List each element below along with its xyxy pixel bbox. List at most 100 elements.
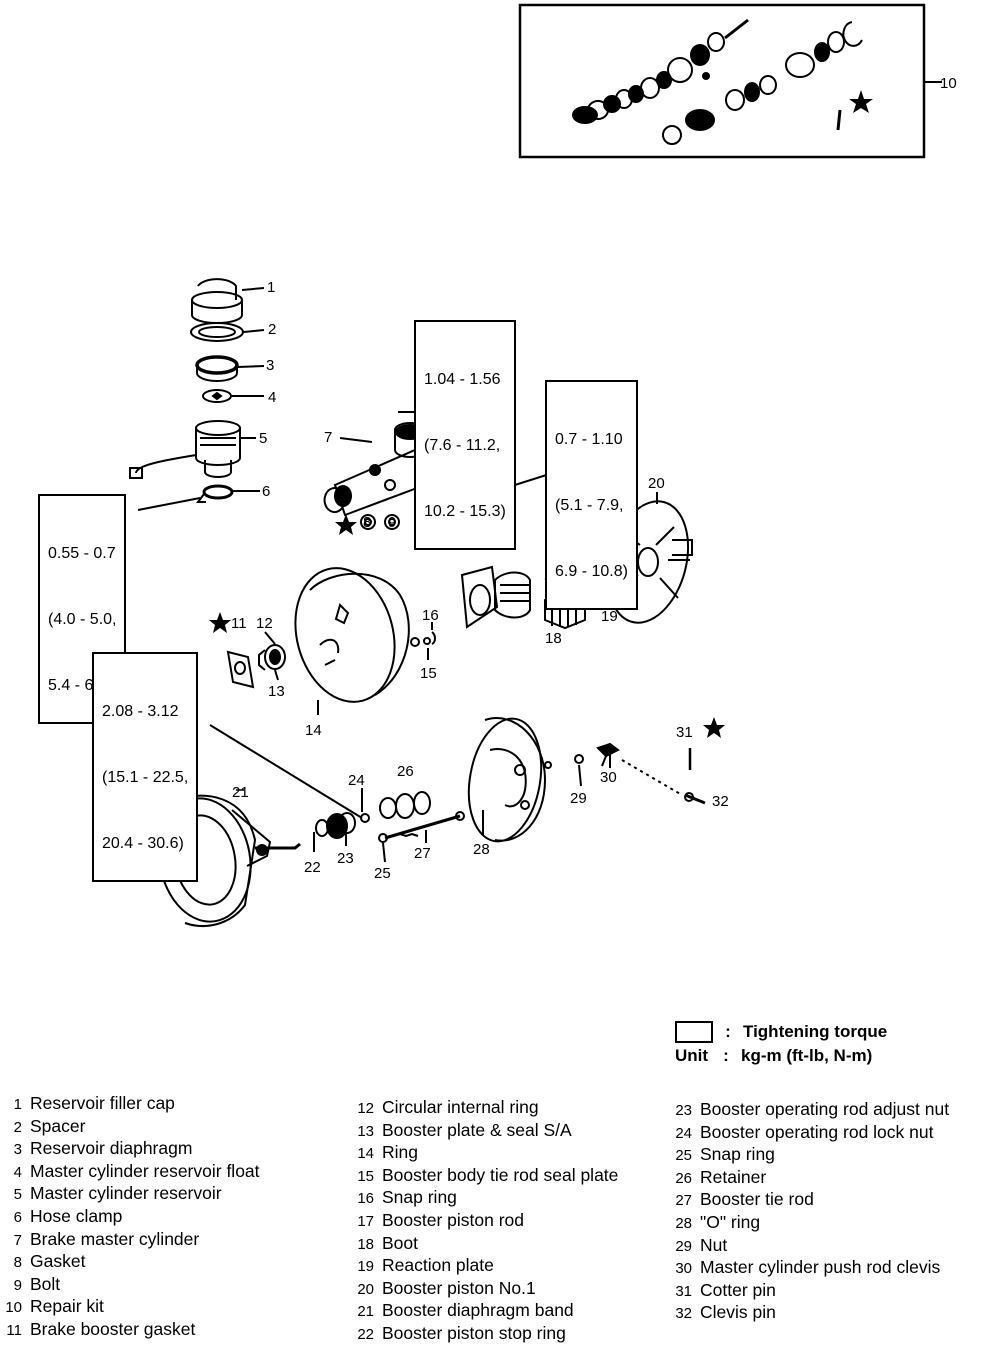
callout-9: 9 [388,514,396,531]
part-name: Master cylinder push rod clevis [700,1257,941,1278]
bolt [384,514,400,530]
part-number: 22 [357,1325,374,1343]
part-name: Booster operating rod lock nut [700,1121,934,1142]
star-icon [209,612,231,633]
callout-26: 26 [397,763,414,780]
torque-line: (4.0 - 5.0, [48,611,117,628]
torque-line: 10.2 - 15.3) [424,503,506,520]
legend-unit-label: Unit [675,1046,709,1065]
callout-10: 10 [940,75,957,92]
callout-2: 2 [268,321,276,338]
list-item: 32 Clevis pin [670,1302,949,1325]
part-number: 20 [357,1280,374,1298]
callout-1: 1 [267,279,275,296]
callout-18: 18 [545,630,562,647]
part-name: Spacer [30,1115,86,1136]
part-name: Booster tie rod [700,1189,814,1210]
part-name: Clevis pin [700,1302,776,1323]
exploded-brake-diagram: 10 1 2 3 4 5 6 7 8 9 20 17 19 18 11 12 1… [129,3,957,927]
torque-legend: : Tightening torque Unit : kg-m (ft-lb, … [675,1020,887,1068]
part-name: Retainer [700,1166,767,1187]
list-item: 26 Retainer [670,1167,949,1190]
part-number: 13 [357,1122,374,1140]
callout-28: 28 [473,841,490,858]
callout-14: 14 [305,722,322,739]
callout-24: 24 [348,772,365,789]
torque-line: 0.55 - 0.7 [48,545,116,562]
part-number: 4 [13,1163,22,1181]
torque-line: (5.1 - 7.9, [555,497,624,514]
callout-19: 19 [601,608,618,625]
part-number: 8 [13,1254,22,1272]
part-name: Booster plate & seal S/A [382,1119,572,1140]
list-item: 8 Gasket [0,1251,260,1274]
torque-box-lock-nut: 2.08 - 3.12 (15.1 - 22.5, 20.4 - 30.6) [92,652,199,882]
part-name: Brake booster gasket [30,1318,196,1339]
callout-23: 23 [337,850,354,867]
callout-11: 11 [231,615,247,632]
hose-clamp [196,484,234,503]
callout-32: 32 [712,793,729,810]
part-name: Nut [700,1234,728,1255]
callout-labels: 10 1 2 3 4 5 6 7 8 9 20 17 19 18 11 12 1… [231,75,957,882]
repair-kit-parts [572,18,863,145]
callout-6: 6 [262,483,270,500]
part-name: Cotter pin [700,1279,776,1300]
circular-internal-ring [258,644,286,671]
callout-8: 8 [363,514,371,531]
torque-line: (7.6 - 11.2, [424,437,501,454]
part-number: 3 [13,1141,22,1159]
part-name: Booster piston rod [382,1209,525,1230]
star-icon [335,514,357,535]
part-name: Hose clamp [30,1205,123,1226]
torque-line: 6.9 - 10.8) [555,563,628,580]
legend-torque-label: Tightening torque [743,1022,888,1041]
part-number: 12 [357,1100,374,1117]
part-name: Ring [382,1142,418,1163]
booster-rear-shell [467,717,552,843]
part-name: Booster diaphragm band [382,1300,574,1321]
part-name: Booster piston No.1 [382,1277,536,1298]
spacer [190,322,244,342]
part-number: 25 [675,1147,692,1165]
part-number: 32 [675,1305,692,1323]
callout-21: 21 [232,784,249,801]
retainer [379,791,431,819]
part-number: 31 [675,1282,692,1300]
list-item: 5 Master cylinder reservoir [0,1183,260,1206]
part-number: 26 [675,1169,692,1187]
list-item: 3 Reservoir diaphragm [0,1138,260,1161]
part-number: 9 [13,1276,22,1294]
callout-27: 27 [414,845,431,862]
gasket [360,514,376,530]
part-name: Reservoir diaphragm [30,1138,193,1159]
star-icon [849,90,873,113]
list-item: 13 Booster plate & seal S/A [352,1120,618,1143]
part-number: 19 [357,1258,374,1276]
callout-20: 20 [648,475,665,492]
list-item: 27 Booster tie rod [670,1189,949,1212]
legend-colon: : [725,1022,731,1041]
callout-3: 3 [266,357,274,374]
part-number: 27 [675,1192,692,1210]
part-name: Booster piston stop ring [382,1322,566,1343]
part-number: 5 [13,1186,22,1204]
part-name: Master cylinder reservoir [30,1183,222,1204]
part-name: Gasket [30,1251,86,1272]
list-item: 20 Booster piston No.1 [352,1278,618,1301]
clevis-pin [684,792,706,805]
